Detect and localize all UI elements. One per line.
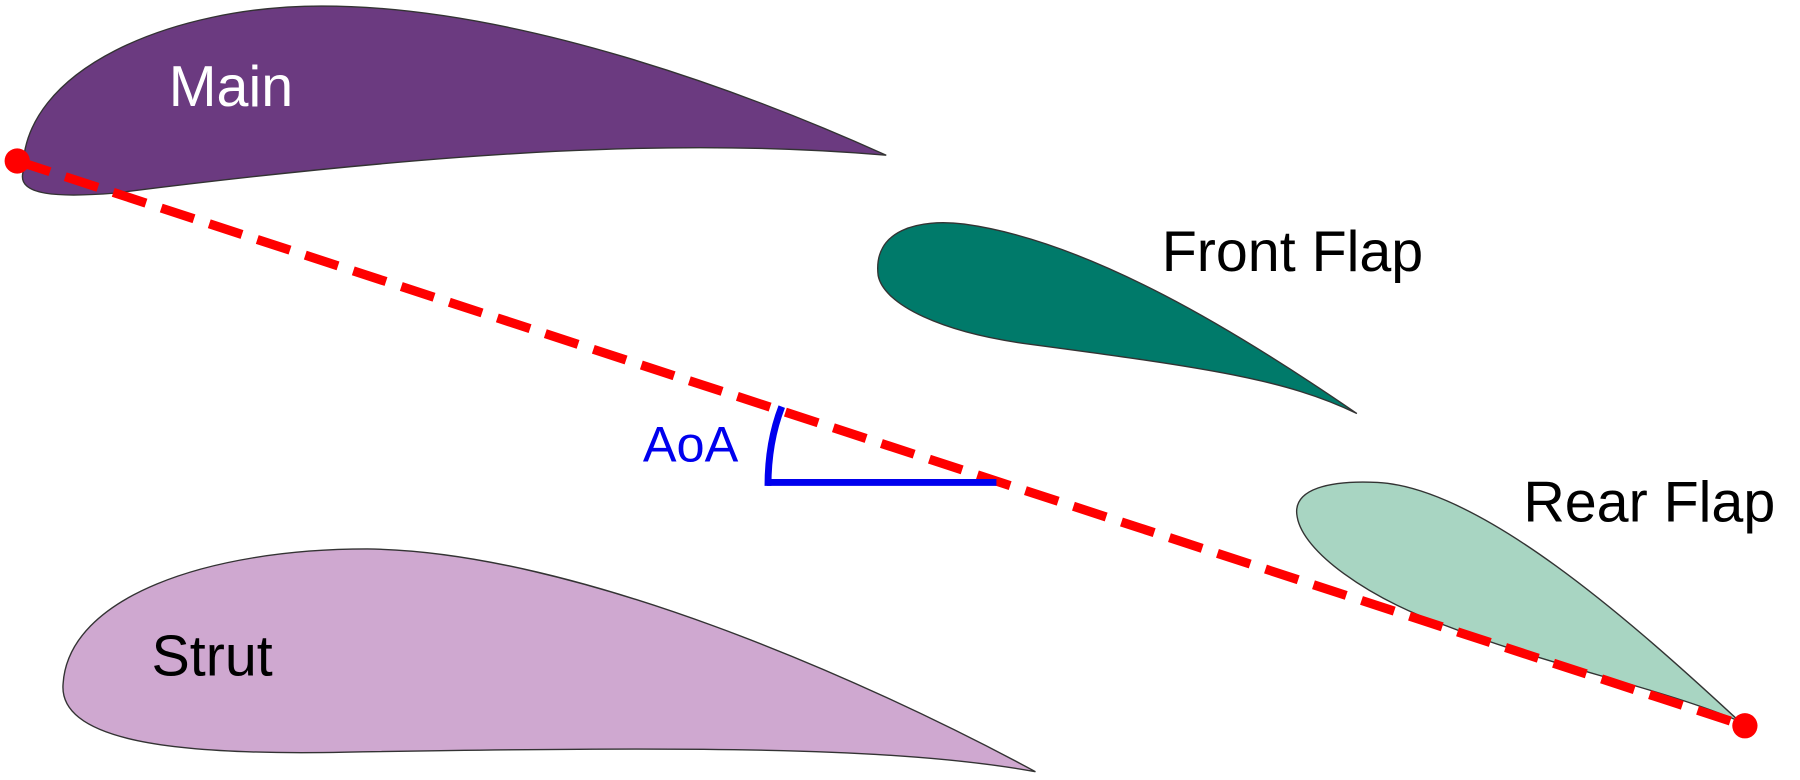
strut-airfoil	[62, 548, 1036, 773]
main-airfoil	[21, 5, 887, 196]
front-flap-airfoil	[877, 222, 1358, 415]
aoa-arc	[764, 405, 785, 486]
front-flap-label: Front Flap	[1162, 220, 1423, 284]
aoa-label: AoA	[643, 416, 739, 473]
rear-flap-label: Rear Flap	[1523, 470, 1775, 534]
strut-label: Strut	[152, 624, 273, 688]
chord-start-point	[4, 148, 30, 174]
chord-end-point	[1732, 713, 1758, 739]
main-label: Main	[169, 55, 293, 119]
